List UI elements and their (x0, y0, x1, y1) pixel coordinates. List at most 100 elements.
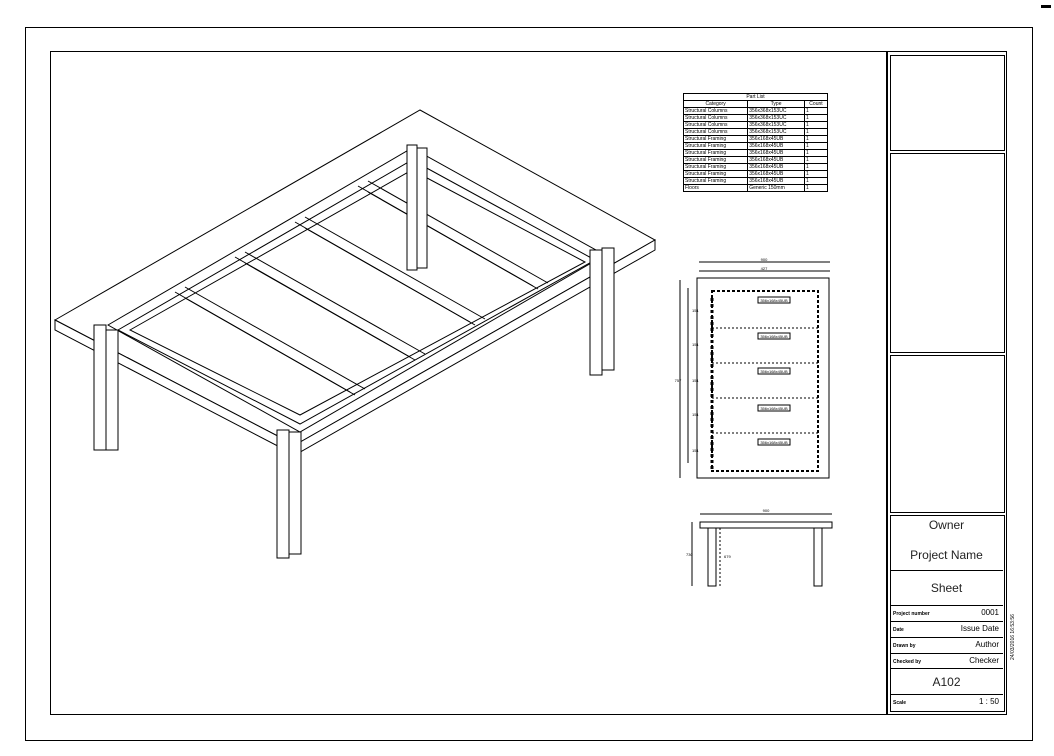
elevation-view[interactable]: 900 730 679 (680, 506, 840, 590)
schedule-cell: 1 (803, 128, 829, 136)
schedule-title: Part List (683, 93, 828, 101)
schedule-cell: Structural Framing (682, 177, 749, 185)
titleblock-row-label: Checked by (893, 659, 922, 665)
schedule-cell: Structural Columns (682, 114, 749, 122)
scale-label: Scale (893, 700, 907, 706)
titleblock-frame (886, 51, 1007, 715)
schedule-cell: Structural Framing (682, 135, 749, 143)
corner-mark: ▬ (1041, 0, 1051, 11)
titleblock-notes-box (890, 153, 1005, 353)
isometric-3d-view[interactable] (50, 51, 690, 591)
schedule-cell: 356x168x45UB (747, 149, 805, 157)
sheet-number-row: A102 (890, 668, 1003, 695)
scale-row: Scale 1 : 50 (890, 694, 1003, 710)
elev-dim-left: 730 (686, 552, 693, 557)
elev-dim-inner: 679 (724, 554, 731, 559)
schedule-cell: 1 (803, 177, 829, 185)
sheet-name: Sheet (930, 581, 963, 595)
schedule-cell: 356x368x153UC (747, 107, 805, 115)
beam-tag: 356x168x45UB (760, 369, 788, 374)
schedule-cell: Structural Columns (682, 121, 749, 129)
beam-tag: 356x168x45UB (760, 298, 788, 303)
schedule-cell: 1 (803, 114, 829, 122)
titleblock-info-row: Checked by Checker (890, 653, 1003, 669)
owner-label: Owner (928, 518, 965, 532)
titleblock-row-label: Date (893, 627, 904, 633)
plan-dim-left-seg: 151 (692, 342, 699, 347)
schedule-cell: 356x168x45UB (747, 156, 805, 164)
plan-dim-left-seg: 151 (692, 412, 699, 417)
titleblock-info-box (890, 515, 1005, 712)
sheet-name-row: Sheet (890, 570, 1003, 601)
schedule-cell: Structural Columns (682, 128, 749, 136)
schedule-cell: Structural Columns (682, 107, 749, 115)
schedule-cell: 356x168x45UB (747, 163, 805, 171)
schedule-cell: 1 (803, 135, 829, 143)
schedule-cell: 356x168x45UB (747, 142, 805, 150)
schedule-header-category: Category (682, 100, 749, 108)
schedule-cell: 1 (803, 149, 829, 157)
schedule-cell: 1 (803, 142, 829, 150)
schedule-cell: 356x168x45UB (747, 170, 805, 178)
schedule-header-type: Type (747, 100, 805, 108)
titleblock-row-label: Project number (893, 611, 930, 617)
titleblock-row-value: Checker (969, 656, 999, 665)
schedule-header-count: Count (803, 100, 829, 108)
plan-dim-left-overall: 757 (675, 378, 682, 383)
schedule-cell: Structural Framing (682, 156, 749, 164)
cross-beams (174, 180, 549, 396)
titleblock-logo-box (890, 55, 1005, 151)
schedule-cell: 1 (803, 184, 829, 192)
schedule-cell: Floors (682, 184, 749, 192)
titleblock-row-label: Drawn by (893, 643, 916, 649)
schedule-cell: 356x368x153UC (747, 128, 805, 136)
schedule-cell: Structural Framing (682, 142, 749, 150)
titleblock-info-row: Date Issue Date (890, 621, 1003, 637)
schedule-cell: Structural Framing (682, 149, 749, 157)
plan-dim-left-seg: 151 (692, 378, 699, 383)
sheet-outer-border (25, 27, 1033, 741)
titleblock-info-row: Drawn by Author (890, 637, 1003, 653)
beam-tag: 356x168x45UB (760, 406, 788, 411)
schedule-cell: Generic 150mm (747, 184, 805, 192)
beam-tag: 356x168x45UB (760, 334, 788, 339)
elev-dim-top: 900 (763, 508, 770, 513)
titleblock-row-value: Issue Date (960, 624, 999, 633)
schedule-cell: 356x168x45UB (747, 135, 805, 143)
plan-dim-left-seg: 151 (692, 448, 699, 453)
plan-view[interactable]: 900 427 757 151 151 151 151 151 356x168x… (672, 258, 842, 488)
schedule-cell: 356x168x45UB (747, 177, 805, 185)
drawing-area-border (50, 51, 888, 715)
plan-dim-top-inner: 427 (761, 266, 768, 271)
schedule-cell: 1 (803, 170, 829, 178)
print-timestamp: 24/03/2016 16:53:56 (1010, 614, 1016, 660)
schedule-cell: 1 (803, 107, 829, 115)
schedule-cell: 1 (803, 156, 829, 164)
plan-dim-left-seg: 151 (692, 308, 699, 313)
schedule-cell: 1 (803, 163, 829, 171)
plan-dim-top-overall: 900 (761, 258, 768, 262)
beam-tag: 356x168x45UB (760, 440, 788, 445)
plan-outline (696, 277, 830, 479)
titleblock-row-value: Author (975, 640, 999, 649)
schedule-cell: 1 (803, 121, 829, 129)
schedule-cell: Structural Framing (682, 163, 749, 171)
columns (93, 144, 615, 559)
titleblock-revision-box (890, 355, 1005, 513)
sheet-number: A102 (932, 675, 961, 689)
schedule-cell: 356x368x153UC (747, 121, 805, 129)
schedule-cell: 356x368x153UC (747, 114, 805, 122)
schedule-cell: Structural Framing (682, 170, 749, 178)
